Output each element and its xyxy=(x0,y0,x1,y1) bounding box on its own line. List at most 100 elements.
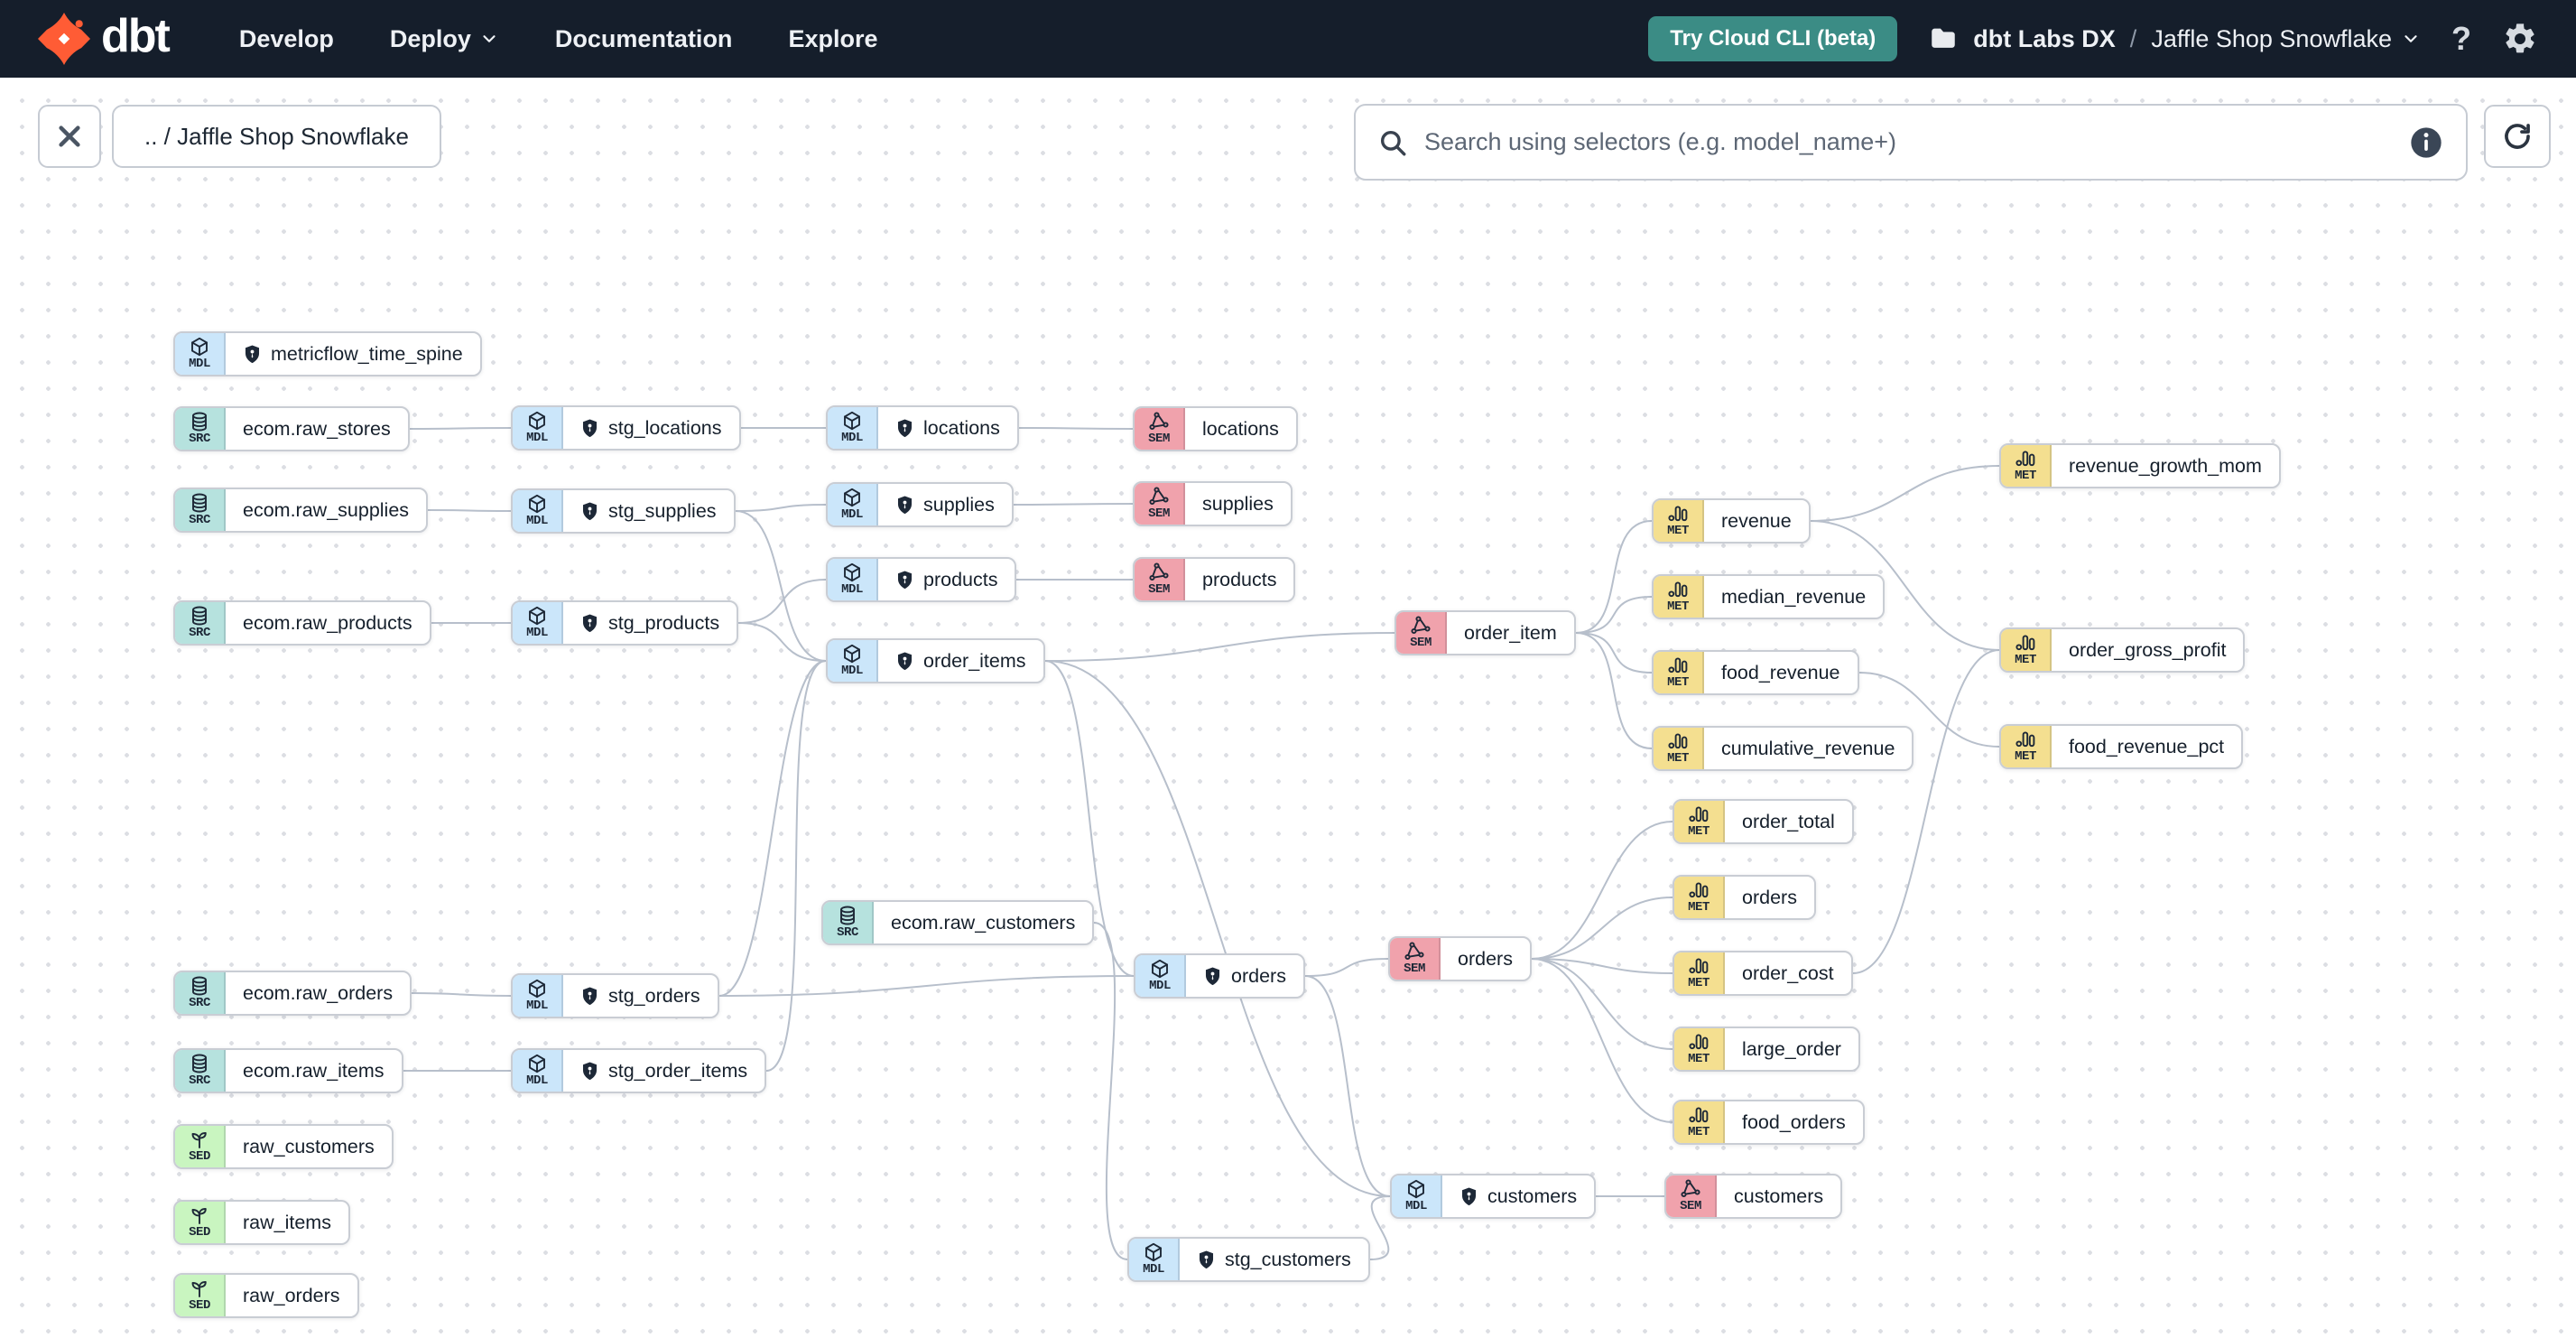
refresh-button[interactable] xyxy=(2484,105,2551,168)
node-label: stg_order_items xyxy=(563,1050,764,1092)
graph-node-ecom.raw_stores[interactable]: SRC ecom.raw_stores xyxy=(173,406,410,451)
info-icon[interactable] xyxy=(2408,125,2444,161)
search-input[interactable] xyxy=(1422,127,2394,157)
node-type-badge: MDL xyxy=(1149,979,1171,994)
node-label-text: supplies xyxy=(923,493,995,516)
node-label-text: food_revenue_pct xyxy=(2069,735,2225,757)
metric-icon: MET xyxy=(1654,576,1704,618)
breadcrumb[interactable]: .. / Jaffle Shop Snowflake xyxy=(112,105,441,168)
nav-item-label: Deploy xyxy=(389,24,471,52)
shield-icon xyxy=(895,418,914,439)
node-label-text: stg_supplies xyxy=(608,499,717,522)
node-label: stg_orders xyxy=(563,975,718,1017)
node-label: stg_customers xyxy=(1180,1239,1368,1280)
close-button[interactable] xyxy=(38,105,101,168)
nav-item-deploy[interactable]: Deploy xyxy=(390,25,499,53)
node-label-text: supplies xyxy=(1202,492,1274,515)
dbt-logo[interactable]: dbt xyxy=(38,13,171,65)
node-type-badge: MDL xyxy=(526,626,548,641)
metric-icon: MET xyxy=(1674,1101,1725,1143)
node-label-text: products xyxy=(923,568,998,590)
semantic model-icon: SEM xyxy=(1135,559,1185,600)
try-cloud-cli-button[interactable]: Try Cloud CLI (beta) xyxy=(1648,16,1898,61)
node-label: food_orders xyxy=(1725,1101,1863,1143)
shield-icon xyxy=(580,613,599,634)
breadcrumb-separator: / xyxy=(2129,24,2137,52)
project-breadcrumb: dbt Labs DX / Jaffle Shop Snowflake xyxy=(1928,23,2421,54)
nav-item-develop[interactable]: Develop xyxy=(239,25,334,53)
node-label-text: order_cost xyxy=(1742,962,1834,984)
node-label: ecom.raw_supplies xyxy=(226,489,426,531)
close-icon xyxy=(59,125,80,147)
node-label-text: orders xyxy=(1742,886,1797,908)
node-type-badge: MDL xyxy=(526,514,548,529)
node-label-text: ecom.raw_stores xyxy=(243,417,391,440)
model-icon: MDL xyxy=(513,407,563,449)
node-label-text: food_orders xyxy=(1742,1110,1846,1133)
node-label: metricflow_time_spine xyxy=(226,333,480,375)
account-name[interactable]: dbt Labs DX xyxy=(1973,24,2116,52)
nav-item-explore[interactable]: Explore xyxy=(788,25,877,53)
shield-icon xyxy=(1203,966,1222,987)
node-type-badge: SEM xyxy=(1404,962,1425,977)
settings-gear-icon[interactable] xyxy=(2502,21,2538,57)
shield-icon xyxy=(580,1061,599,1082)
node-label: ecom.raw_items xyxy=(226,1050,402,1092)
node-type-badge: MET xyxy=(1688,1125,1710,1140)
source-icon: SRC xyxy=(175,408,226,450)
refresh-icon xyxy=(2505,124,2530,149)
node-type-badge: MET xyxy=(1688,824,1710,840)
graph-node-food_orders[interactable]: MET food_orders xyxy=(1673,1100,1865,1145)
node-label: food_revenue_pct xyxy=(2052,726,2241,767)
help-button[interactable]: ? xyxy=(2451,20,2471,57)
node-type-badge: SRC xyxy=(189,626,210,641)
graph-node-stg_supplies[interactable]: MDL stg_supplies xyxy=(511,488,736,534)
node-label: supplies xyxy=(1185,483,1291,525)
project-selector[interactable]: Jaffle Shop Snowflake xyxy=(2151,25,2421,53)
source-icon: SRC xyxy=(175,602,226,644)
node-label: order_cost xyxy=(1725,952,1851,994)
node-label-text: order_item xyxy=(1464,621,1557,644)
node-label-text: raw_orders xyxy=(243,1284,340,1306)
nav-item-documentation[interactable]: Documentation xyxy=(555,25,733,53)
